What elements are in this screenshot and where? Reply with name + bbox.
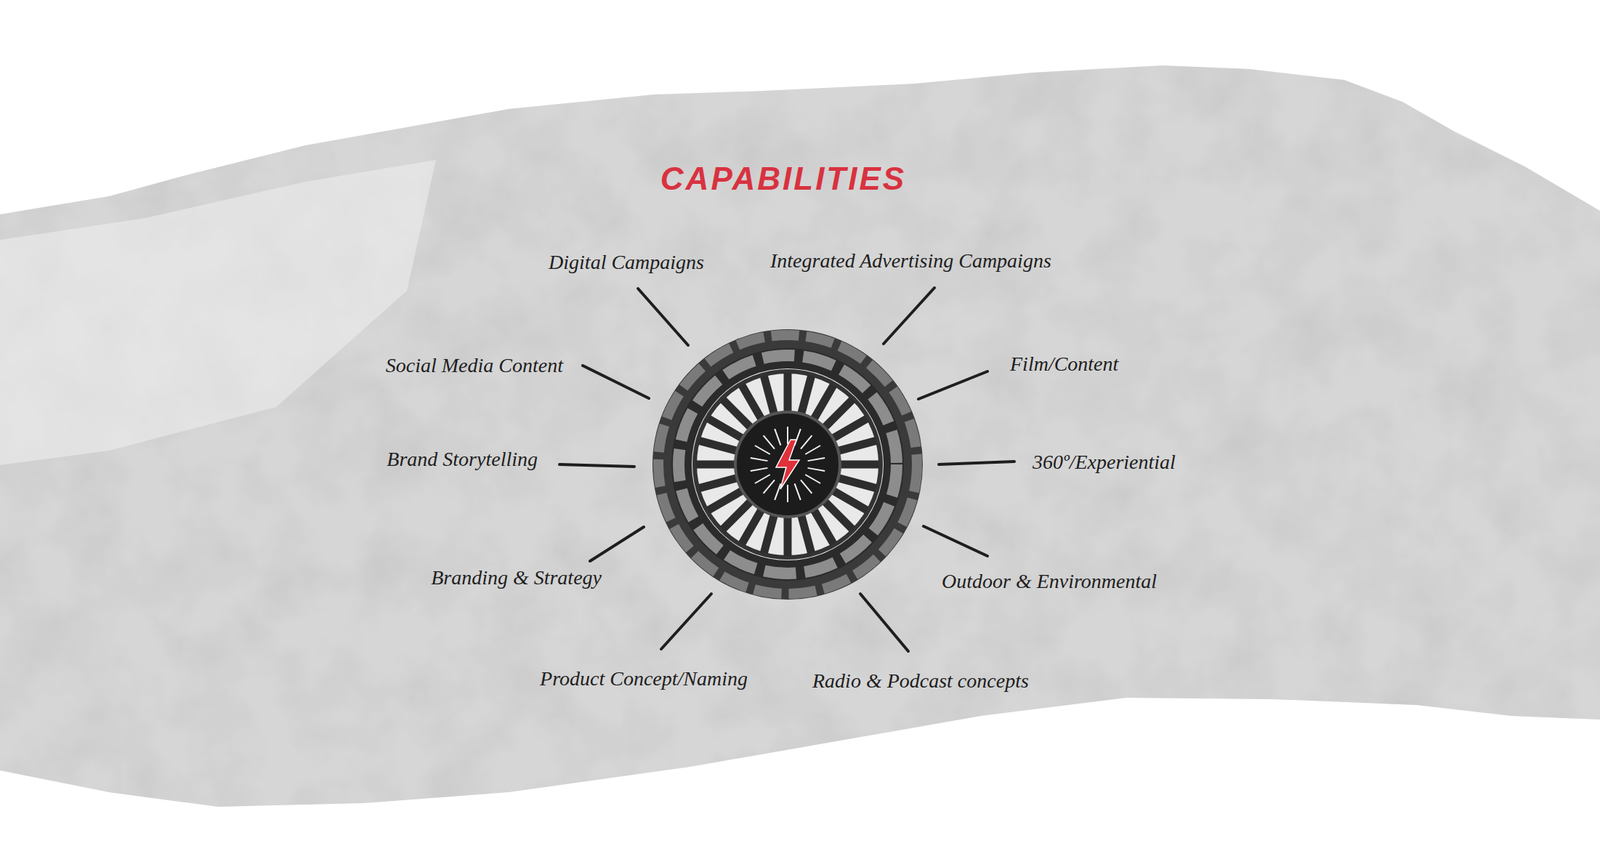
capability-label: Film/Content bbox=[1009, 353, 1119, 376]
capability-label: Outdoor & Environmental bbox=[941, 570, 1157, 593]
light-patch bbox=[0, 159, 436, 466]
wheel bbox=[652, 329, 923, 600]
lightning-bolt bbox=[776, 439, 800, 490]
capability-label: 360º/Experiential bbox=[1032, 451, 1176, 474]
capability-label: Social Media Content bbox=[385, 354, 564, 378]
capability-label: Integrated Advertising Campaigns bbox=[770, 249, 1052, 273]
capability-label: Brand Storytelling bbox=[386, 448, 538, 471]
capability-label: Product Concept/Naming bbox=[539, 667, 748, 691]
capability-label: Radio & Podcast concepts bbox=[812, 669, 1029, 693]
diagram-title: CAPABILITIES bbox=[660, 161, 907, 197]
burst-rays bbox=[750, 426, 825, 503]
torn-paper-band bbox=[0, 65, 1600, 807]
capability-label: Branding & Strategy bbox=[430, 566, 602, 590]
capability-label: Digital Campaigns bbox=[548, 251, 705, 274]
leader-lines bbox=[559, 287, 1015, 652]
